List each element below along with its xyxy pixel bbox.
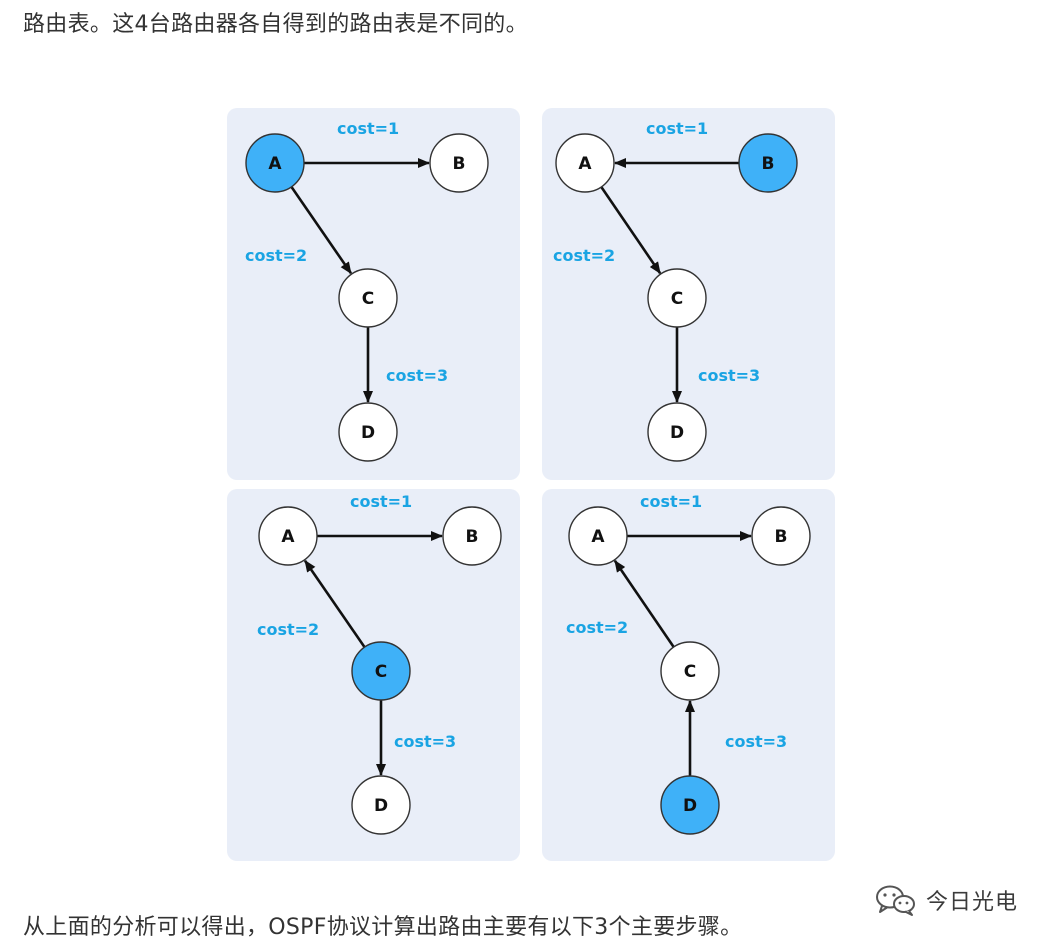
router-node-a: A: [568, 506, 628, 566]
cost-label-c-a: cost=2: [566, 618, 628, 637]
cost-label-a-c: cost=2: [553, 246, 615, 265]
router-node-d-root: D: [660, 775, 720, 835]
edge-c-to-a: [613, 559, 675, 648]
node-label: C: [671, 289, 683, 309]
tree-panel-a: cost=1 cost=2 cost=3 A B C D: [227, 108, 520, 480]
cost-label-a-b: cost=1: [350, 492, 412, 511]
router-node-d: D: [338, 402, 398, 462]
node-circle: [647, 268, 707, 328]
node-circle: [442, 506, 502, 566]
node-circle: [555, 133, 615, 193]
node-label: A: [281, 527, 295, 547]
node-circle: [338, 402, 398, 462]
node-circle: [351, 775, 411, 835]
edge-a-to-c: [600, 186, 662, 275]
node-circle: [568, 506, 628, 566]
tree-panel-b: cost=1 cost=2 cost=3 A B C D: [542, 108, 835, 480]
cost-label-a-b: cost=1: [640, 492, 702, 511]
cost-label-b-a: cost=1: [646, 119, 708, 138]
node-circle: [338, 268, 398, 328]
node-circle: [429, 133, 489, 193]
cost-label-c-d: cost=3: [394, 732, 456, 751]
node-circle: [647, 402, 707, 462]
tree-panel-d: cost=1 cost=2 cost=3 A B C D: [542, 489, 835, 861]
router-node-a: A: [555, 133, 615, 193]
node-label: D: [670, 423, 684, 443]
intro-text: 路由表。这4台路由器各自得到的路由表是不同的。: [23, 12, 528, 37]
node-label: A: [578, 154, 592, 174]
watermark-text: 今日光电: [926, 890, 1019, 915]
node-label: C: [362, 289, 374, 309]
node-label: B: [775, 527, 788, 547]
router-node-c: C: [647, 268, 707, 328]
node-label: C: [684, 662, 696, 682]
router-node-c-root: C: [351, 641, 411, 701]
node-circle: [751, 506, 811, 566]
router-node-b: B: [442, 506, 502, 566]
router-node-d: D: [647, 402, 707, 462]
node-circle: [660, 641, 720, 701]
router-node-b: B: [429, 133, 489, 193]
node-label: C: [375, 662, 387, 682]
cost-label-c-d: cost=3: [386, 366, 448, 385]
node-label: A: [591, 527, 605, 547]
node-label: B: [466, 527, 479, 547]
node-label: D: [374, 796, 388, 816]
node-circle: [738, 133, 798, 193]
node-label: B: [762, 154, 775, 174]
node-circle: [258, 506, 318, 566]
node-label: D: [683, 796, 697, 816]
node-circle: [351, 641, 411, 701]
router-node-c: C: [660, 641, 720, 701]
node-circle: [660, 775, 720, 835]
router-node-c: C: [338, 268, 398, 328]
conclusion-text: 从上面的分析可以得出，OSPF协议计算出路由主要有以下3个主要步骤。: [23, 915, 743, 940]
edge-c-to-a: [303, 559, 366, 648]
cost-label-c-d: cost=3: [698, 366, 760, 385]
router-node-b-root: B: [738, 133, 798, 193]
cost-label-c-a: cost=2: [257, 620, 319, 639]
edge-a-to-c: [290, 186, 353, 275]
router-node-d: D: [351, 775, 411, 835]
router-node-a: A: [258, 506, 318, 566]
watermark: 今日光电: [874, 882, 1018, 918]
router-node-a-root: A: [245, 133, 305, 193]
node-circle: [245, 133, 305, 193]
wechat-icon: [876, 885, 915, 916]
node-label: A: [268, 154, 282, 174]
cost-label-a-b: cost=1: [337, 119, 399, 138]
cost-label-d-c: cost=3: [725, 732, 787, 751]
node-label: B: [453, 154, 466, 174]
router-node-b: B: [751, 506, 811, 566]
cost-label-a-c: cost=2: [245, 246, 307, 265]
tree-panel-c: cost=1 cost=2 cost=3 A B C D: [227, 489, 520, 861]
node-label: D: [361, 423, 375, 443]
